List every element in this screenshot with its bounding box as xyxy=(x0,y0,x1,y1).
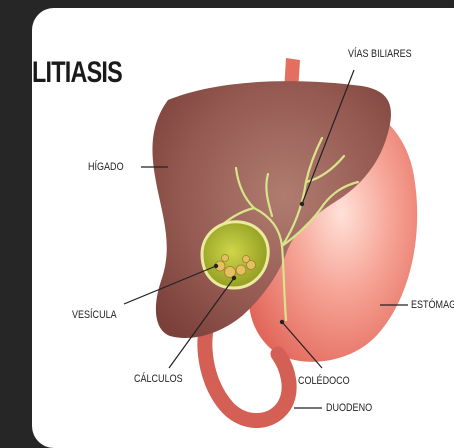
label-higado: HÍGADO xyxy=(88,161,124,173)
label-duodeno: DUODENO xyxy=(326,402,372,414)
page-title: LITIASIS xyxy=(32,56,122,90)
label-coledoco: COLÉDOCO xyxy=(298,375,350,387)
label-calculos: CÁLCULOS xyxy=(134,373,183,385)
label-vesicula: VESÍCULA xyxy=(72,309,117,321)
label-vias-biliares: VÍAS BILIARES xyxy=(348,48,412,60)
diagram-card: LITIASIS VÍAS BILIARES HÍGADO VESÍCULA E… xyxy=(32,8,454,448)
label-estomago: ESTÓMAGO xyxy=(411,299,454,311)
